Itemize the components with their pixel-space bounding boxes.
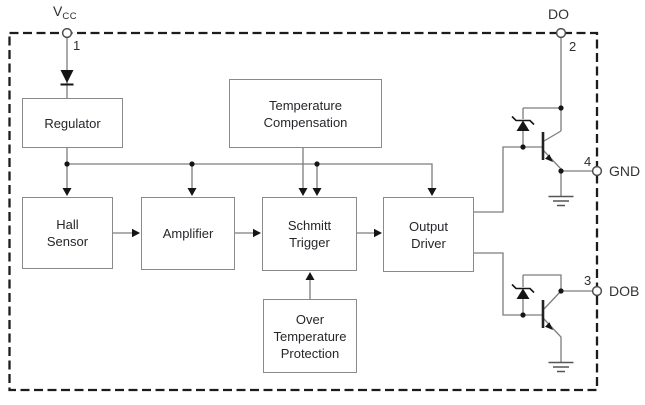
vcc-subscript: CC <box>62 11 78 22</box>
junction-dots <box>64 105 564 318</box>
gnd-pin-label: GND <box>609 163 641 179</box>
pin-terminals <box>61 27 603 297</box>
block-over-temperature-protection: Over Temperature Protection <box>263 299 357 373</box>
arrow-right-into-amplifier-icon <box>132 228 140 238</box>
pin-3-dob-circle-icon <box>591 285 603 297</box>
arrow-down-into-amplifier-icon <box>187 188 197 196</box>
vcc-protection-diode-icon <box>60 70 74 86</box>
wire-q1-collector <box>543 130 562 142</box>
zener-diode-icon <box>511 283 535 299</box>
block-temperature-compensation: Temperature Compensation <box>229 79 382 148</box>
wire-supply-bus <box>67 163 433 195</box>
vcc-pin-label: VCC <box>53 4 77 24</box>
block-output-driver: Output Driver <box>383 197 474 272</box>
block-amplifier: Amplifier <box>141 197 235 270</box>
pin-1-vcc-circle-icon <box>61 27 73 39</box>
arrow-down-into-hall-icon <box>62 188 72 196</box>
arrow-down-into-schmitt-icon <box>298 188 308 196</box>
wire-driver-to-q1-base <box>474 146 542 213</box>
do-pin-label: DO <box>548 6 569 22</box>
q1-emitter-arrow-icon <box>545 154 553 162</box>
wire-lines <box>66 37 593 362</box>
pin-2-do-circle-icon <box>555 27 567 39</box>
pin-1-number: 1 <box>73 38 81 53</box>
arrowheads <box>62 154 553 330</box>
arrow-down-into-outputdriver-icon <box>427 188 437 196</box>
pin-2-number: 2 <box>569 39 577 54</box>
wire-q2-collector <box>543 290 562 310</box>
pin-3-number: 3 <box>584 273 592 288</box>
arrow-down-into-schmitt2-icon <box>312 188 322 196</box>
ground-symbol-icon <box>548 361 574 373</box>
dob-pin-label: DOB <box>609 283 640 299</box>
arrow-right-into-outputdriver-icon <box>374 228 382 238</box>
vcc-symbol: V <box>53 3 63 19</box>
block-regulator: Regulator <box>22 98 123 148</box>
zener-diode-icon <box>511 115 535 131</box>
q2-emitter-arrow-icon <box>545 322 553 330</box>
block-schmitt-trigger: Schmitt Trigger <box>262 197 357 271</box>
pin-4-number: 4 <box>584 154 592 169</box>
block-hall-sensor: Hall Sensor <box>22 197 113 269</box>
wire-driver-to-q2-base <box>474 252 542 316</box>
pin-4-gnd-circle-icon <box>591 165 603 177</box>
arrow-up-into-schmitt-icon <box>305 272 315 280</box>
arrow-right-into-schmitt-icon <box>253 228 261 238</box>
wire-zener2-top-link <box>523 274 562 291</box>
ground-symbol-icon <box>548 195 574 207</box>
